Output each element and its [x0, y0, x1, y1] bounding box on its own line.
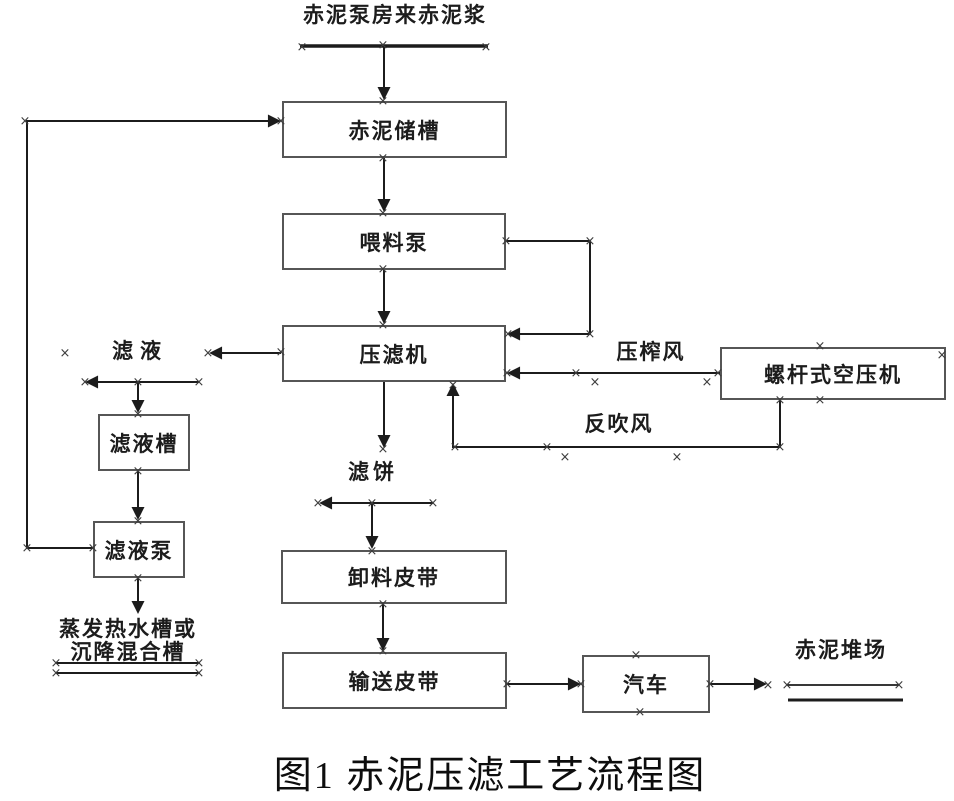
- node-filtrate-tank-label: 滤液槽: [109, 432, 179, 456]
- node-unload-belt-label: 卸料皮带: [348, 567, 440, 590]
- anchor-mark-icon: ×: [20, 114, 31, 129]
- node-filter-press-label: 压滤机: [359, 343, 429, 367]
- node-transport-belt-label: 输送皮带: [348, 670, 441, 694]
- sink-label-line1: 蒸发热水槽或: [59, 618, 197, 641]
- anchor-mark-icon: ×: [194, 666, 205, 681]
- anchor-mark-icon: ×: [428, 496, 439, 511]
- anchor-mark-icon: ×: [542, 440, 553, 455]
- node-screw-compressor-label: 螺杆式空压机: [764, 363, 902, 387]
- anchor-mark-icon: ×: [313, 496, 324, 511]
- anchor-mark-icon: ×: [378, 38, 389, 53]
- node-truck: 汽车: [582, 655, 710, 713]
- source-label: 赤泥泵房来赤泥浆: [303, 4, 487, 27]
- press-air-label: 压榨风: [616, 341, 686, 364]
- node-unload-belt: 卸料皮带: [281, 550, 507, 604]
- sink-label-line2: 沉降混合槽: [70, 641, 186, 664]
- anchor-mark-icon: ×: [590, 375, 601, 390]
- node-storage-tank-label: 赤泥储槽: [348, 119, 441, 143]
- anchor-mark-icon: ×: [203, 346, 214, 361]
- node-filtrate-pump-label: 滤液泵: [104, 539, 174, 563]
- back-blow-label: 反吹风: [584, 413, 654, 436]
- sink-label: 蒸发热水槽或 沉降混合槽: [50, 618, 206, 664]
- anchor-mark-icon: ×: [367, 496, 378, 511]
- anchor-mark-icon: ×: [782, 678, 793, 693]
- arrow-feed-pump-side-loop: [506, 240, 591, 341]
- anchor-mark-icon: ×: [571, 366, 582, 381]
- anchor-mark-icon: ×: [194, 375, 205, 390]
- anchor-mark-icon: ×: [297, 40, 308, 55]
- anchor-mark-icon: ×: [80, 375, 91, 390]
- anchor-mark-icon: ×: [672, 450, 683, 465]
- node-filter-press: 压滤机: [282, 325, 506, 382]
- anchor-mark-icon: ×: [378, 442, 389, 457]
- anchor-mark-icon: ×: [585, 234, 596, 249]
- anchor-mark-icon: ×: [60, 346, 71, 361]
- node-transport-belt: 输送皮带: [282, 652, 507, 709]
- filter-cake-label: 滤饼: [348, 461, 398, 484]
- anchor-mark-icon: ×: [51, 666, 62, 681]
- filtrate-label: 滤液: [112, 340, 168, 363]
- node-filtrate-pump: 滤液泵: [93, 521, 185, 578]
- anchor-mark-icon: ×: [894, 678, 905, 693]
- node-filtrate-tank: 滤液槽: [98, 414, 190, 471]
- anchor-mark-icon: ×: [481, 40, 492, 55]
- anchor-mark-icon: ×: [702, 375, 713, 390]
- node-feed-pump-label: 喂料泵: [359, 231, 429, 255]
- anchor-mark-icon: ×: [450, 440, 461, 455]
- arrow-filtrate-pump-recycle-to-storage: [26, 114, 281, 549]
- node-screw-compressor: 螺杆式空压机: [720, 347, 946, 400]
- yard-label: 赤泥堆场: [795, 639, 887, 662]
- figure-caption: 图1 赤泥压滤工艺流程图: [273, 755, 707, 797]
- anchor-mark-icon: ×: [560, 450, 571, 465]
- anchor-mark-icon: ×: [22, 541, 33, 556]
- node-truck-label: 汽车: [623, 674, 669, 697]
- anchor-mark-icon: ×: [763, 678, 774, 693]
- anchor-mark-icon: ×: [775, 440, 786, 455]
- anchor-mark-icon: ×: [133, 375, 144, 390]
- node-feed-pump: 喂料泵: [282, 213, 506, 270]
- node-storage-tank: 赤泥储槽: [282, 101, 507, 158]
- anchor-mark-icon: ×: [585, 327, 596, 342]
